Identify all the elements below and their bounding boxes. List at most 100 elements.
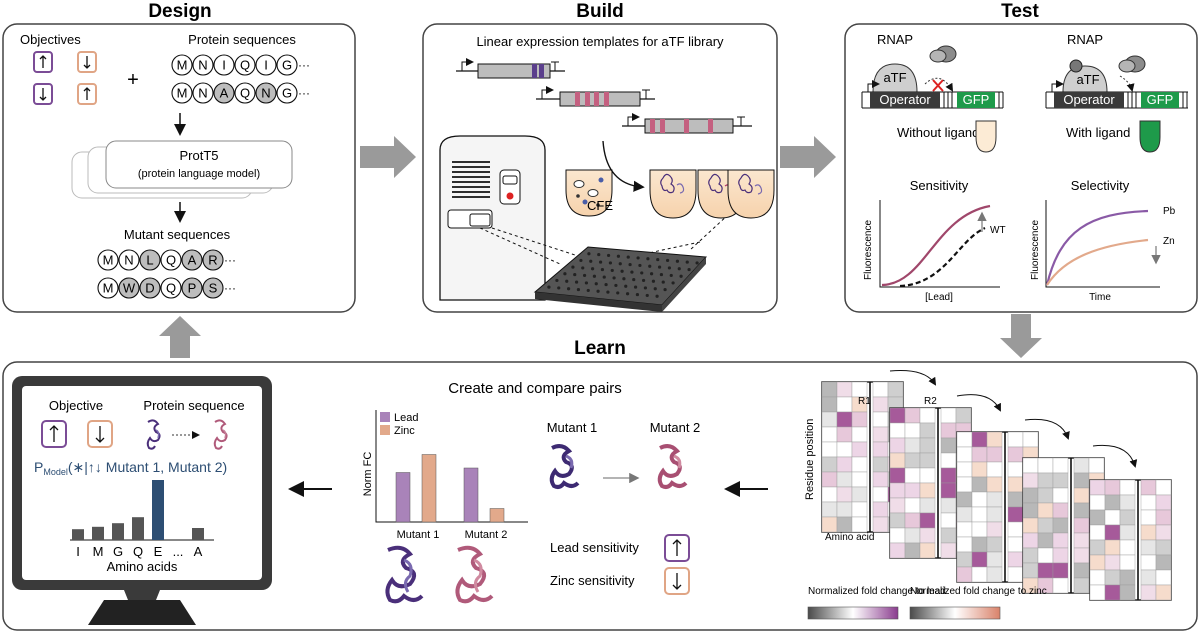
heatmap-cell	[836, 471, 853, 488]
plate-well	[657, 265, 662, 269]
mut1-residue-circle	[97, 249, 119, 271]
amino-acid-axis-label: Amino acid	[825, 532, 874, 543]
plate-well	[600, 267, 605, 272]
heatmap-cell	[836, 486, 853, 503]
heatmap-cell	[1140, 554, 1157, 571]
mutant2-structure-large	[455, 545, 494, 604]
protein-sequences-label: Protein sequences	[188, 32, 296, 47]
heatmap-cell	[1022, 502, 1039, 519]
plate-well	[582, 273, 587, 278]
heatmap-cell	[1037, 532, 1054, 549]
heatmap-cell	[889, 452, 906, 469]
mut2-residue-letter: P	[188, 281, 197, 296]
plate-well	[557, 286, 561, 290]
test-to-learn-arrow	[1000, 314, 1042, 358]
pairs-title: Create and compare pairs	[448, 380, 621, 397]
heatmap-cell	[1007, 461, 1024, 478]
heatmap-cell	[1022, 532, 1039, 549]
heatmap-cell	[1140, 539, 1157, 556]
zoom-dash-left	[479, 227, 576, 265]
sensitivity-plot	[879, 200, 1000, 288]
heatmap-cell	[1073, 472, 1090, 489]
seq1-residue-letter: N	[198, 58, 207, 73]
mutant1-label: Mutant 1	[547, 420, 598, 435]
heatmap-cell	[940, 407, 957, 424]
heatmap-cell	[889, 512, 906, 529]
pair-legend: Lead Zinc	[380, 412, 418, 437]
seq2-residue-letter: N	[261, 86, 270, 101]
heatmap-cell	[889, 422, 906, 439]
heatmap-cell	[1104, 494, 1121, 511]
heatmap-cell	[889, 542, 906, 559]
heatmap-cell	[904, 407, 921, 424]
plate-well	[643, 286, 648, 290]
legend-zinc: Zinc	[394, 425, 415, 437]
heatmap-cell	[1022, 562, 1039, 579]
heatmap-cell	[919, 542, 936, 559]
plus-sign: +	[127, 69, 139, 91]
heatmap-cell	[956, 431, 973, 448]
aa-bar-3	[132, 517, 144, 540]
plate-well	[590, 267, 595, 271]
heatmap-cell	[956, 536, 973, 553]
plate-well	[598, 260, 603, 264]
heatmap-cell	[919, 527, 936, 544]
heatmap-cell	[1089, 494, 1106, 511]
heatmap-cell	[919, 422, 936, 439]
cfe-arrow	[602, 140, 645, 192]
heatmap-cell	[1007, 551, 1024, 568]
mut2-ellipsis: ···	[224, 281, 236, 295]
protein-sequence-label: Protein sequence	[143, 398, 244, 413]
heatmap-cell	[1037, 457, 1054, 474]
product-tube-3	[727, 169, 775, 219]
objective-down-purple-icon	[33, 83, 53, 105]
expression-template-1	[456, 58, 565, 79]
plate-well	[645, 293, 649, 298]
plate-well	[606, 290, 610, 294]
plate-well	[622, 277, 626, 281]
heatmap-cell	[1007, 506, 1024, 523]
seq2-ellipsis: ···	[298, 86, 310, 100]
heatmap-cell	[1037, 547, 1054, 564]
plate-well	[630, 270, 634, 274]
heatmap-cell	[1037, 487, 1054, 504]
heatmap-cell	[1155, 524, 1172, 541]
heatmap-cell	[986, 446, 1003, 463]
heatmap-cell	[904, 482, 921, 499]
heatmap-round-5	[1089, 479, 1172, 601]
heatmap-cell	[986, 461, 1003, 478]
seq1-residue-letter: I	[222, 58, 226, 73]
round-arrow-3	[1024, 418, 1070, 440]
heatmap-cell	[940, 437, 957, 454]
heatmap-cell	[1073, 502, 1090, 519]
heatmap-cell	[956, 521, 973, 538]
seq2-residue-letter: G	[282, 86, 292, 101]
mut1-residue-letter: Q	[166, 253, 176, 268]
heatmap-cell	[851, 516, 868, 533]
heatmap-cell	[1022, 487, 1039, 504]
plate-well	[571, 265, 575, 269]
heatmap-cell	[1007, 476, 1024, 493]
lead-sensitivity-label: Lead sensitivity	[550, 540, 639, 555]
heatmap-cell	[1073, 517, 1090, 534]
heatmap-cell	[904, 512, 921, 529]
mut2-residue-circle	[160, 277, 182, 299]
mut2-residue-letter: D	[145, 281, 154, 296]
aa-tick-label: I	[76, 544, 80, 559]
mut1-residue-letter: N	[124, 253, 133, 268]
heatmap-cell	[1052, 502, 1069, 519]
heatmap-cell	[1007, 446, 1024, 463]
heatmap-cell	[889, 407, 906, 424]
heatmap-cell	[889, 497, 906, 514]
heatmap-cell	[956, 551, 973, 568]
heatmap-cell	[956, 446, 973, 463]
plate-well	[625, 292, 630, 296]
heatmap-cell	[1104, 479, 1121, 496]
mutant2-structure	[657, 444, 688, 489]
seq2-residue-circle	[171, 82, 193, 104]
heatmap-cell	[1007, 536, 1024, 553]
heatmap-cell	[1089, 584, 1106, 601]
